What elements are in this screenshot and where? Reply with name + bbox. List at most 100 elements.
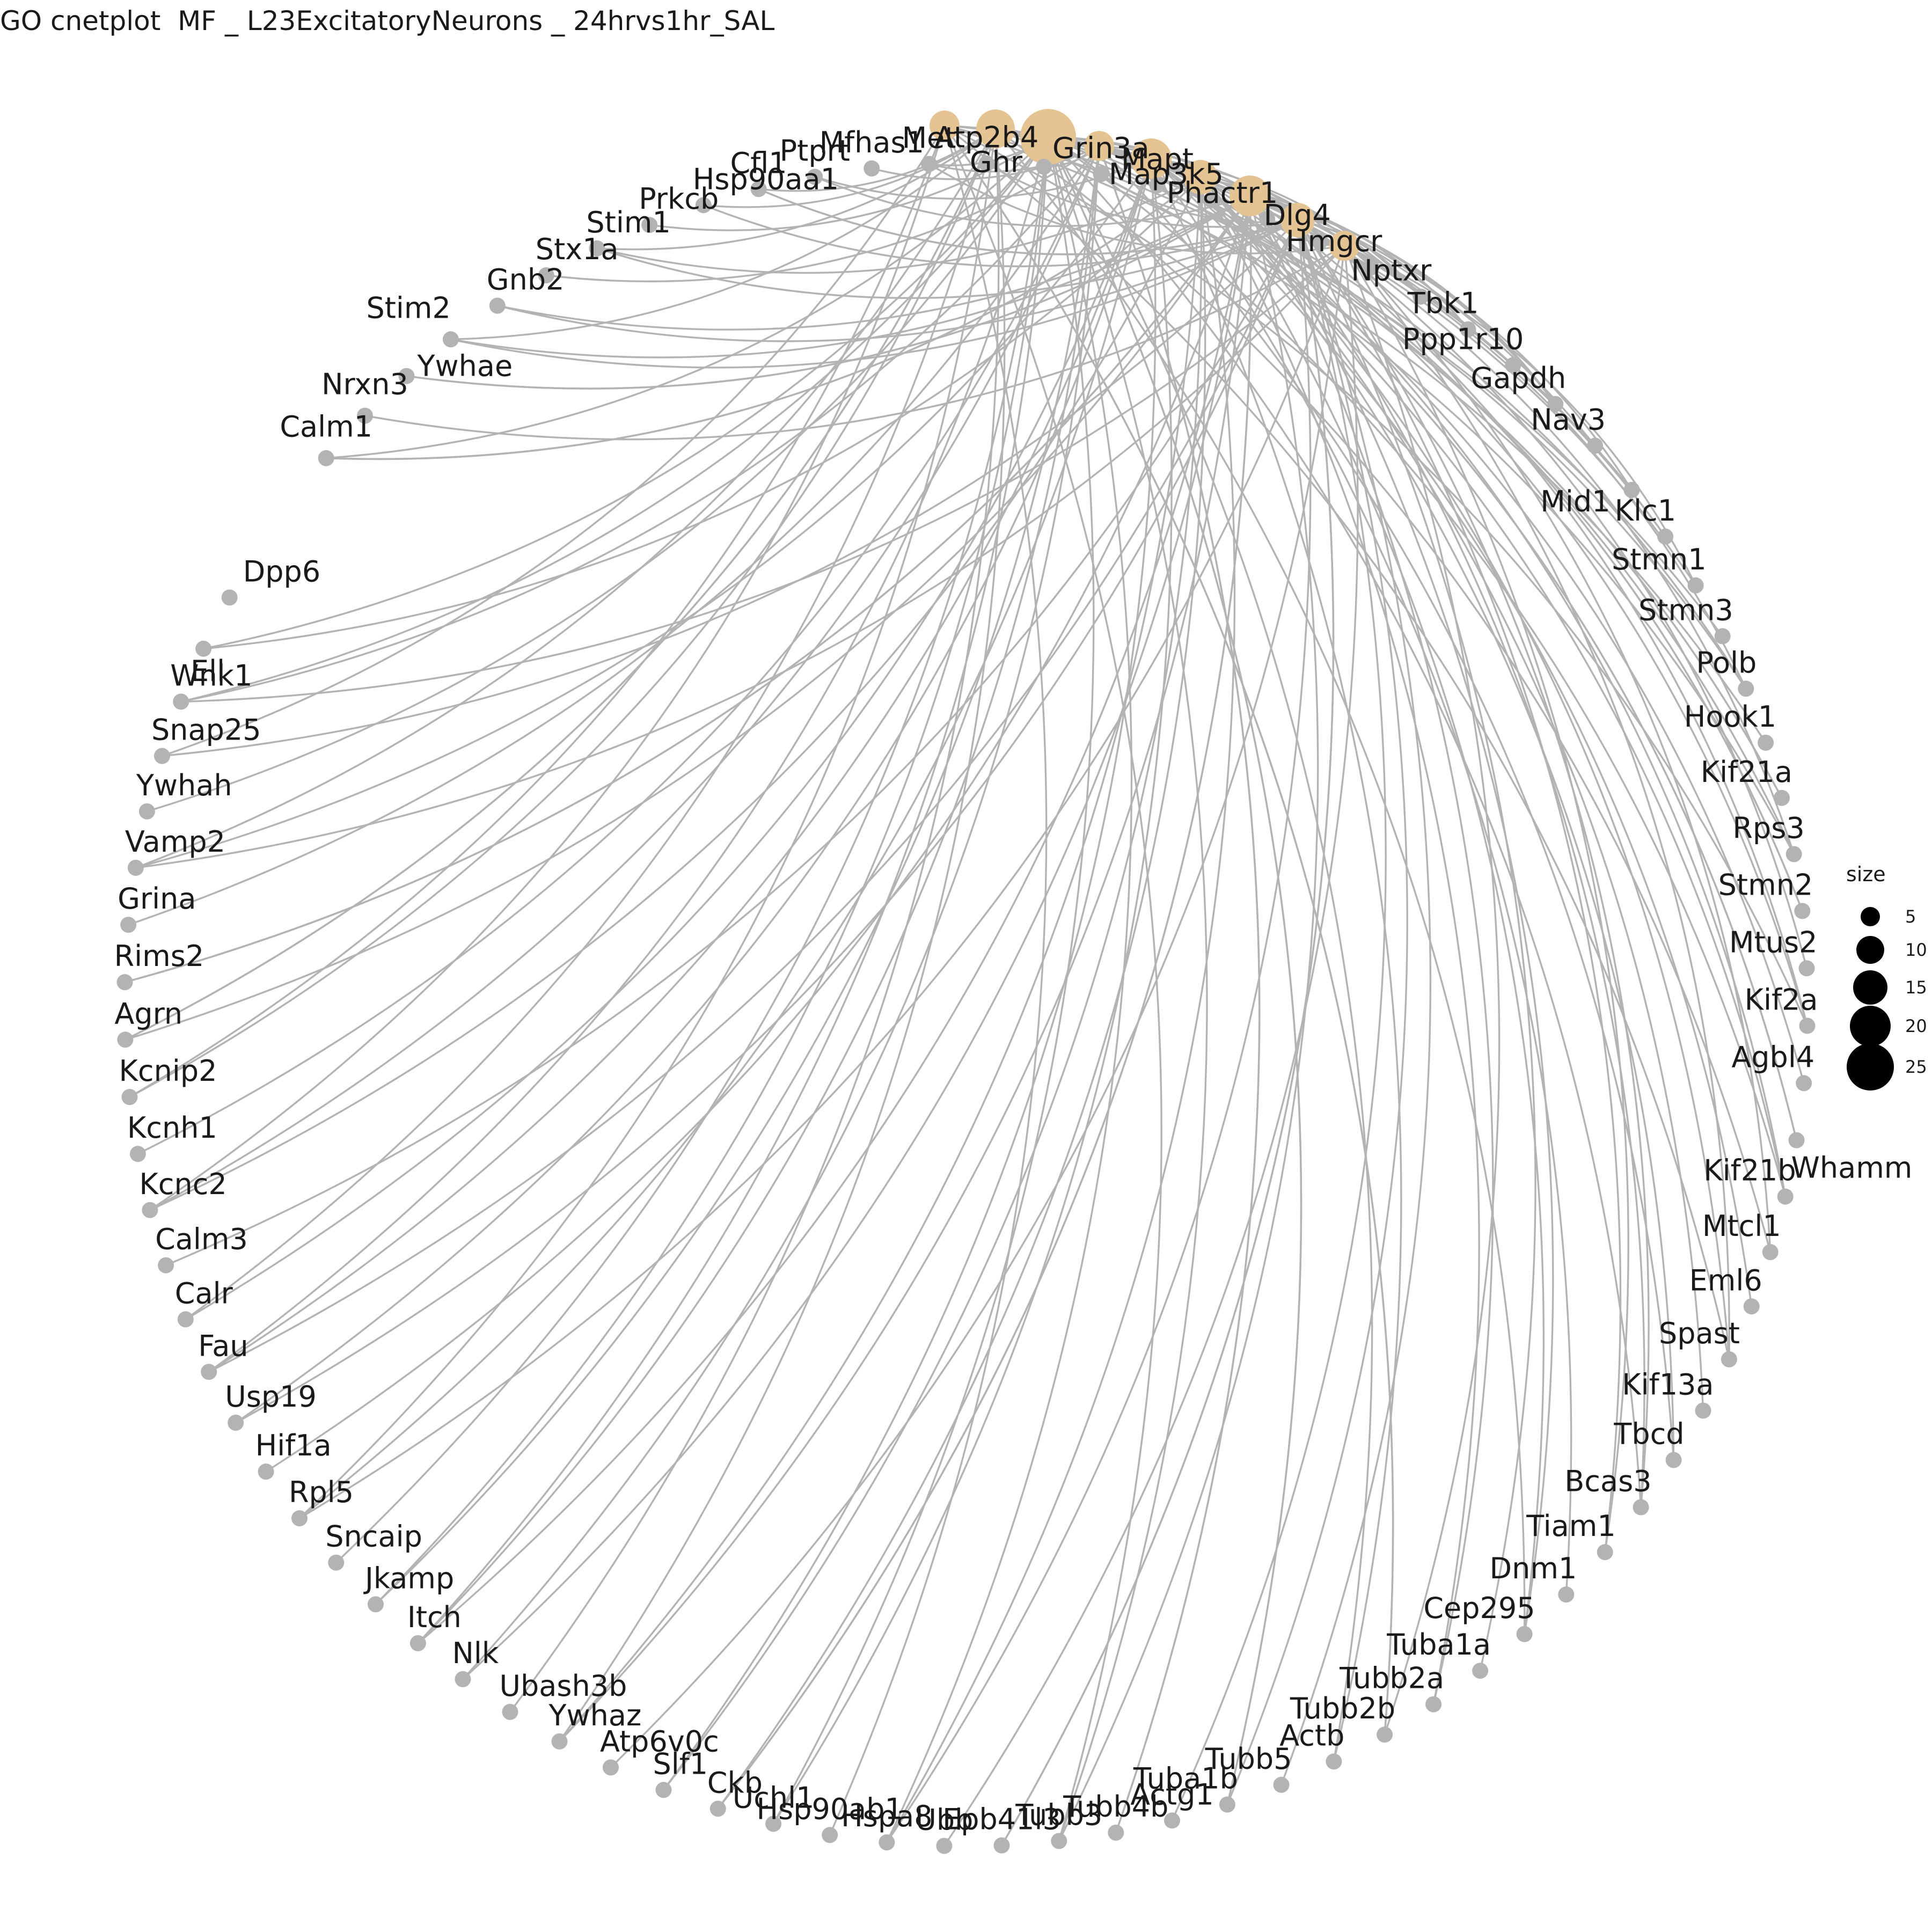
gene-label: Stim2 bbox=[366, 291, 450, 325]
gene-node bbox=[1633, 1499, 1649, 1516]
gene-node bbox=[1425, 1696, 1442, 1713]
network-edge bbox=[1297, 219, 1795, 855]
gene-node bbox=[1413, 288, 1429, 305]
gene-node bbox=[357, 407, 373, 424]
network-edge bbox=[1048, 136, 1783, 799]
gene-node bbox=[1721, 1351, 1737, 1367]
gene-node bbox=[116, 974, 133, 991]
gene-label: Nrxn3 bbox=[321, 368, 408, 401]
network-edge bbox=[1001, 219, 1335, 1846]
gene-node bbox=[1516, 1626, 1533, 1642]
category-node bbox=[1084, 131, 1114, 161]
gene-node bbox=[1762, 1244, 1779, 1261]
gene-node bbox=[1657, 528, 1674, 545]
network-edge bbox=[1249, 195, 1494, 1705]
gene-node bbox=[1093, 166, 1109, 182]
gene-label: Stmn3 bbox=[1638, 594, 1733, 627]
gene-label: Kcnip2 bbox=[119, 1054, 217, 1088]
gene-node bbox=[318, 450, 334, 466]
gene-node bbox=[228, 1415, 244, 1431]
gene-label: Ppp1r10 bbox=[1402, 323, 1524, 356]
gene-label: Tiam1 bbox=[1526, 1509, 1615, 1543]
gene-node bbox=[142, 1202, 158, 1218]
gene-label: Kif2a bbox=[1745, 983, 1818, 1016]
gene-label: Eml6 bbox=[1689, 1263, 1762, 1297]
gene-node bbox=[291, 1510, 308, 1527]
gene-label: Kif21b bbox=[1703, 1154, 1796, 1188]
network-edge bbox=[129, 128, 997, 1098]
gene-label: Mtus2 bbox=[1729, 925, 1817, 959]
gene-node bbox=[822, 1827, 838, 1843]
network-edge bbox=[162, 125, 946, 757]
gene-label: Hif1a bbox=[255, 1429, 332, 1462]
network-edge bbox=[180, 145, 1100, 703]
category-node bbox=[930, 111, 960, 141]
network-edge bbox=[559, 195, 1251, 1743]
gene-node bbox=[1796, 1075, 1812, 1092]
network-edge bbox=[137, 145, 1100, 1155]
plot-title: GO cnetplot MF _ L23ExcitatoryNeurons _ … bbox=[0, 5, 775, 36]
gene-label: Grin3a bbox=[1052, 131, 1150, 165]
gene-label: Dlg4 bbox=[1264, 199, 1331, 232]
gene-label: Tbcd bbox=[1613, 1417, 1684, 1451]
network-edge bbox=[1297, 219, 1650, 1507]
gene-label: Agbl4 bbox=[1731, 1040, 1814, 1074]
gene-label: Tuba1b bbox=[1133, 1762, 1238, 1796]
gene-label: Tuba1a bbox=[1386, 1628, 1491, 1662]
gene-label: Ptprt bbox=[780, 134, 850, 168]
gene-node bbox=[1326, 1753, 1342, 1770]
network-edge bbox=[125, 195, 1251, 983]
gene-node bbox=[409, 1635, 426, 1651]
network-edge bbox=[203, 176, 1202, 650]
network-edge bbox=[326, 176, 1202, 460]
category-node bbox=[1329, 231, 1359, 261]
network-edge bbox=[772, 136, 1095, 1825]
gene-node bbox=[1695, 1402, 1711, 1419]
network-edge bbox=[509, 128, 1000, 1713]
gene-label: Hsp90aa1 bbox=[693, 162, 839, 196]
network-edge bbox=[596, 219, 1298, 299]
gene-node bbox=[455, 1671, 471, 1687]
gene-node bbox=[121, 1089, 138, 1106]
network-edge bbox=[128, 145, 1100, 926]
gene-label: Mapt bbox=[1121, 142, 1194, 176]
network-edge bbox=[829, 125, 1048, 1835]
gene-label: Hspa8 bbox=[841, 1799, 932, 1833]
gene-label: Wnk1 bbox=[170, 658, 252, 692]
gene-label: Sncaip bbox=[325, 1520, 422, 1554]
gene-node bbox=[1377, 1726, 1393, 1743]
network-edge bbox=[663, 177, 1203, 1791]
gene-node bbox=[489, 297, 506, 314]
legend-size-label: 15 bbox=[1905, 977, 1927, 998]
gene-label: Kcnh1 bbox=[127, 1111, 217, 1145]
gene-node bbox=[221, 589, 238, 606]
gene-node bbox=[1547, 396, 1564, 412]
gene-label: Calm1 bbox=[280, 410, 372, 444]
network-edge bbox=[1199, 176, 1730, 1360]
network-edge bbox=[298, 128, 997, 1519]
gene-node bbox=[158, 1257, 174, 1274]
gene-label: Tbk1 bbox=[1407, 287, 1479, 320]
network-edge bbox=[135, 128, 997, 869]
gene-label: Tubb5 bbox=[1205, 1742, 1292, 1776]
network-edge bbox=[149, 125, 946, 1211]
gene-node bbox=[1758, 734, 1774, 751]
network-edge bbox=[1249, 195, 1633, 491]
gene-label: Hsp90ab1 bbox=[756, 1792, 903, 1826]
network-edge bbox=[1150, 158, 1753, 1307]
gene-node bbox=[1743, 1298, 1760, 1315]
gene-label: Met bbox=[902, 121, 956, 155]
network-edge bbox=[208, 219, 1299, 1373]
gene-node bbox=[750, 181, 767, 197]
gene-label: Stmn1 bbox=[1612, 543, 1707, 576]
gene-label: Agrn bbox=[114, 997, 182, 1030]
network-edge bbox=[135, 245, 1345, 869]
legend-size-label: 5 bbox=[1905, 906, 1916, 927]
gene-label: Atp2b4 bbox=[934, 121, 1038, 155]
legend-size-label: 20 bbox=[1905, 1016, 1927, 1036]
gene-node bbox=[328, 1554, 345, 1571]
gene-label: Stmn2 bbox=[1718, 868, 1813, 902]
gene-node bbox=[1273, 1776, 1290, 1793]
gene-node bbox=[154, 748, 170, 764]
gene-label: Atp6v0c bbox=[600, 1724, 719, 1758]
